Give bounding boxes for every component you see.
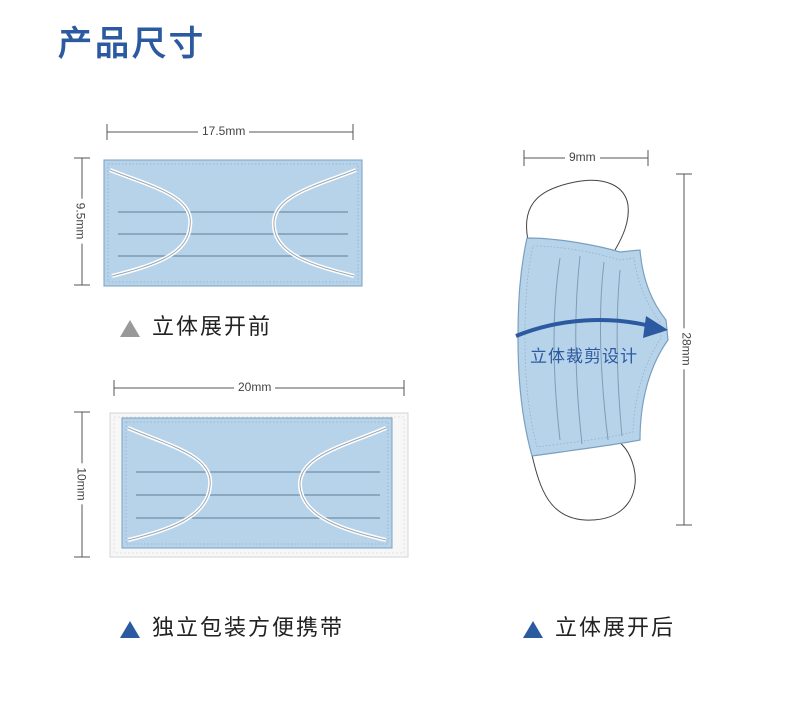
unfolded-mask-caption-text: 立体展开后 bbox=[555, 616, 676, 641]
flat-mask-caption-text: 立体展开前 bbox=[152, 315, 273, 340]
flat-mask-height-label: 9.5mm bbox=[73, 198, 88, 244]
flat-mask-width-label: 17.5mm bbox=[198, 124, 250, 138]
packaged-mask-illustration bbox=[109, 412, 409, 558]
flat-mask-illustration bbox=[103, 159, 363, 287]
packaged-mask-width-label: 20mm bbox=[234, 380, 276, 394]
packaged-mask-caption-text: 独立包装方便携带 bbox=[152, 616, 345, 641]
blue-triangle-icon bbox=[523, 620, 543, 638]
blue-triangle-icon bbox=[120, 620, 140, 638]
page-title: 产品尺寸 bbox=[58, 24, 206, 64]
feature-label: 立体裁剪设计 bbox=[530, 347, 638, 367]
packaged-mask-caption: 独立包装方便携带 bbox=[120, 616, 344, 642]
unfolded-mask-height-label: 28mm bbox=[679, 328, 694, 370]
flat-mask-caption: 立体展开前 bbox=[120, 315, 272, 341]
unfolded-mask-illustration bbox=[515, 177, 669, 523]
unfolded-mask-caption: 立体展开后 bbox=[523, 616, 675, 642]
unfolded-mask-width-label: 9mm bbox=[565, 150, 600, 164]
gray-triangle-icon bbox=[120, 319, 140, 337]
packaged-mask-height-label: 10mm bbox=[74, 463, 89, 505]
